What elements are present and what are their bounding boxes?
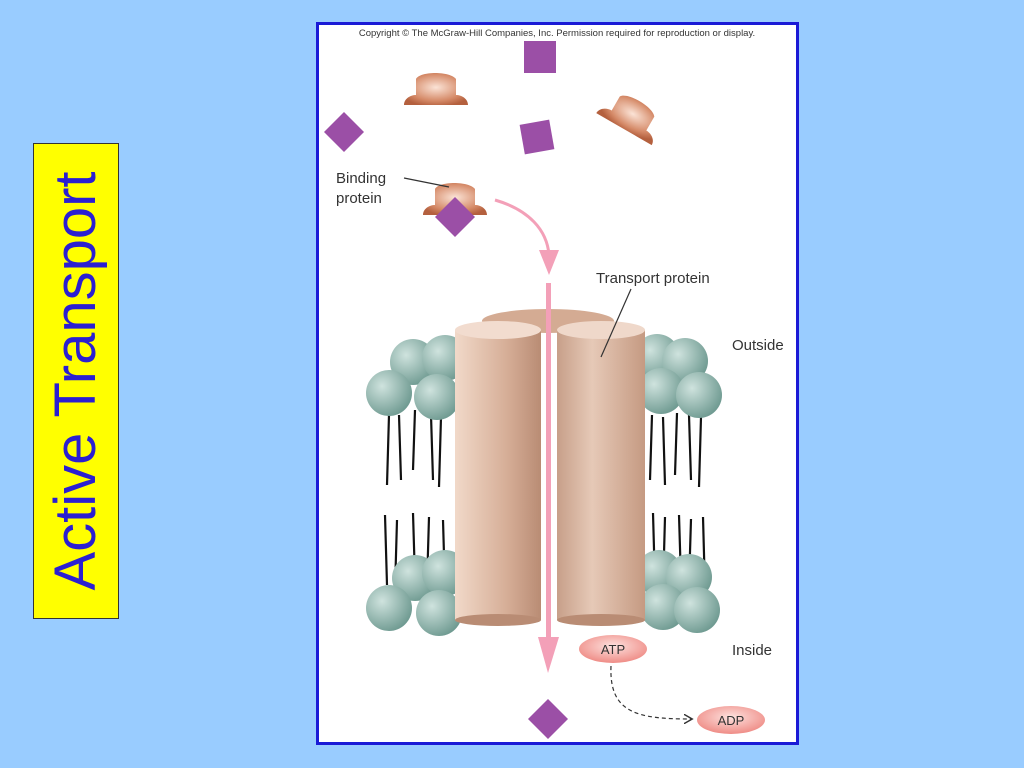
lipid-head xyxy=(638,368,684,414)
slide-title-box: Active Transport xyxy=(33,143,119,619)
lipid-heads xyxy=(366,334,722,636)
lipid-head xyxy=(676,372,722,418)
binding-protein xyxy=(596,95,655,146)
entry-arrow-head xyxy=(539,250,559,275)
binding-protein xyxy=(404,73,468,105)
copyright-text: Copyright © The McGraw-Hill Companies, I… xyxy=(359,28,755,39)
transport-protein-label: Transport protein xyxy=(596,270,710,287)
solute-molecule-inside xyxy=(528,699,568,739)
outside-label: Outside xyxy=(732,337,784,354)
solute-molecules xyxy=(324,41,568,739)
lipid-head xyxy=(640,584,686,630)
channel-arrow-head xyxy=(538,637,559,673)
lipid-head xyxy=(366,585,412,631)
active-transport-diagram: Copyright © The McGraw-Hill Companies, I… xyxy=(324,28,784,739)
channel-arrow-shaft xyxy=(546,283,551,643)
binding-protein-with-solute xyxy=(423,183,487,237)
lipid-tails xyxy=(383,409,707,592)
atp-label: ATP xyxy=(601,642,625,657)
binding-label-line2: protein xyxy=(336,190,382,207)
solute-molecule xyxy=(524,41,556,73)
lipid-head xyxy=(414,374,460,420)
atp-to-adp-arrow xyxy=(610,665,691,719)
slide-title: Active Transport xyxy=(43,171,108,591)
entry-arrow xyxy=(494,198,551,256)
adp-label: ADP xyxy=(718,713,745,728)
solute-molecule xyxy=(324,112,364,152)
lipid-head xyxy=(366,370,412,416)
lipid-head xyxy=(674,587,720,633)
figure-frame: Copyright © The McGraw-Hill Companies, I… xyxy=(316,22,799,745)
binding-leader-line xyxy=(403,177,450,188)
binding-label-line1: Binding xyxy=(336,170,386,187)
transport-protein xyxy=(455,309,645,626)
solute-molecule xyxy=(519,119,555,155)
adp-molecule xyxy=(697,706,765,734)
lipid-head xyxy=(416,590,462,636)
transport-leader-line xyxy=(600,288,632,358)
inside-label: Inside xyxy=(732,642,772,659)
atp-molecule xyxy=(579,635,647,663)
